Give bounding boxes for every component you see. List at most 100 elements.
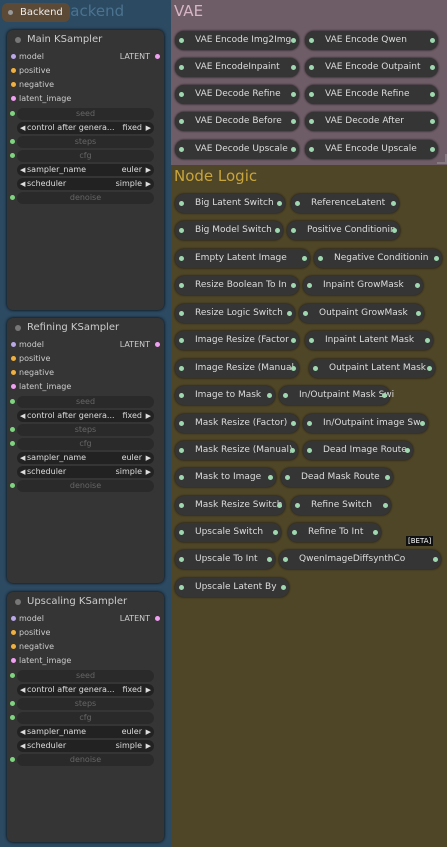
input-dot-icon[interactable] — [283, 557, 288, 562]
output-dot-icon[interactable] — [273, 530, 278, 535]
output-dot-icon[interactable] — [382, 393, 387, 398]
mini-node[interactable]: Outpaint Latent Mask — [309, 359, 435, 378]
input-dot-icon[interactable] — [295, 503, 300, 508]
mini-node[interactable]: Upscale Switch — [175, 523, 281, 542]
output-dot-icon[interactable] — [267, 393, 272, 398]
arrow-right-icon[interactable]: ▶ — [145, 742, 151, 750]
output-dot-icon[interactable] — [291, 366, 296, 371]
widget-input-dot-icon[interactable] — [10, 195, 15, 200]
slot-dot-icon[interactable] — [11, 384, 16, 389]
output-dot-icon[interactable] — [430, 38, 435, 43]
input-dot-icon[interactable] — [291, 228, 296, 233]
widget-sampler-name[interactable]: ◀ sampler_name euler ▶ — [17, 164, 154, 176]
widget-seed[interactable]: seed — [10, 108, 154, 120]
node-title[interactable]: Upscaling KSampler — [7, 592, 164, 612]
output-dot-icon[interactable] — [433, 557, 438, 562]
arrow-right-icon[interactable]: ▶ — [145, 180, 151, 188]
input-dot-icon[interactable] — [179, 228, 184, 233]
output-dot-icon[interactable] — [291, 65, 296, 70]
mini-node[interactable]: Image Resize (Factor — [175, 331, 299, 350]
arrow-right-icon[interactable]: ▶ — [145, 686, 151, 694]
input-dot-icon[interactable] — [309, 119, 314, 124]
input-slot-model[interactable]: model LATENT — [7, 50, 164, 64]
output-dot-icon[interactable] — [373, 530, 378, 535]
slot-dot-icon[interactable] — [11, 96, 16, 101]
input-dot-icon[interactable] — [318, 256, 323, 261]
output-dot-icon[interactable] — [420, 421, 425, 426]
output-dot-icon[interactable] — [290, 448, 295, 453]
mini-node[interactable]: Upscale Latent By — [175, 578, 289, 597]
widget-seed[interactable]: seed — [10, 670, 154, 682]
collapse-dot-icon[interactable] — [15, 325, 21, 331]
output-dot-icon[interactable] — [277, 201, 282, 206]
arrow-right-icon[interactable]: ▶ — [145, 454, 151, 462]
widget-input-dot-icon[interactable] — [10, 427, 15, 432]
widget-denoise[interactable]: denoise — [10, 480, 154, 492]
mini-node[interactable]: Mask Resize (Factor) — [175, 414, 299, 433]
widget-control-after-generate[interactable]: ◀ control after genera... fixed ▶ — [17, 410, 154, 422]
ksampler-node[interactable]: Main KSampler model LATENT positive nega… — [7, 30, 164, 310]
input-slot-model[interactable]: model LATENT — [7, 338, 164, 352]
output-dot-icon[interactable] — [415, 283, 420, 288]
widget-cfg[interactable]: cfg — [10, 712, 154, 724]
output-dot-icon[interactable] — [291, 421, 296, 426]
mini-node[interactable]: Refine To Int — [288, 523, 381, 542]
input-dot-icon[interactable] — [309, 338, 314, 343]
output-dot-icon[interactable] — [416, 311, 421, 316]
widget-control-after-generate[interactable]: ◀ control after genera... fixed ▶ — [17, 122, 154, 134]
input-dot-icon[interactable] — [313, 366, 318, 371]
mini-node[interactable]: VAE Decode Upscale — [175, 140, 299, 159]
mini-node[interactable]: In/Outpaint Mask Swi — [279, 386, 394, 405]
input-slot-positive[interactable]: positive — [7, 626, 164, 640]
arrow-right-icon[interactable]: ▶ — [145, 468, 151, 476]
input-dot-icon[interactable] — [303, 311, 308, 316]
mini-node[interactable]: VAE Decode After — [305, 112, 438, 131]
output-dot-icon[interactable] — [425, 338, 430, 343]
widget-scheduler[interactable]: ◀ scheduler simple ▶ — [17, 740, 154, 752]
collapse-dot-icon[interactable] — [15, 37, 21, 43]
input-dot-icon[interactable] — [179, 38, 184, 43]
output-dot-icon[interactable] — [155, 616, 160, 621]
widget-input-dot-icon[interactable] — [10, 715, 15, 720]
input-dot-icon[interactable] — [179, 283, 184, 288]
output-dot-icon[interactable] — [427, 366, 432, 371]
mini-node[interactable]: VAE Encode Refine — [305, 85, 438, 104]
mini-node[interactable]: ReferenceLatent — [291, 194, 399, 213]
output-dot-icon[interactable] — [275, 228, 280, 233]
mini-node[interactable]: Dead Image Route — [303, 441, 413, 460]
mini-node[interactable]: VAE EncodeInpaint — [175, 58, 299, 77]
widget-control-after-generate[interactable]: ◀ control after genera... fixed ▶ — [17, 684, 154, 696]
widget-steps[interactable]: steps — [10, 698, 154, 710]
mini-node[interactable]: Resize Boolean To In — [175, 276, 299, 295]
output-dot-icon[interactable] — [385, 475, 390, 480]
mini-node[interactable]: Image to Mask — [175, 386, 275, 405]
mini-node[interactable]: Dead Mask Route — [281, 468, 393, 487]
output-dot-icon[interactable] — [155, 342, 160, 347]
output-dot-icon[interactable] — [383, 503, 388, 508]
input-dot-icon[interactable] — [309, 65, 314, 70]
mini-node[interactable]: Negative Conditionin — [314, 249, 442, 268]
slot-dot-icon[interactable] — [11, 356, 16, 361]
arrow-left-icon[interactable]: ◀ — [20, 728, 26, 736]
arrow-left-icon[interactable]: ◀ — [20, 686, 26, 694]
input-dot-icon[interactable] — [179, 530, 184, 535]
output-dot-icon[interactable] — [291, 283, 296, 288]
slot-dot-icon[interactable] — [11, 644, 16, 649]
slot-dot-icon[interactable] — [11, 82, 16, 87]
mini-node[interactable]: Outpaint GrowMask — [299, 304, 424, 323]
input-dot-icon[interactable] — [307, 448, 312, 453]
mini-node[interactable]: Refine Switch — [291, 496, 391, 515]
output-dot-icon[interactable] — [430, 119, 435, 124]
input-dot-icon[interactable] — [179, 201, 184, 206]
input-dot-icon[interactable] — [179, 311, 184, 316]
mini-node[interactable]: Empty Latent Image — [175, 249, 310, 268]
output-dot-icon[interactable] — [267, 557, 272, 562]
widget-input-dot-icon[interactable] — [10, 399, 15, 404]
slot-dot-icon[interactable] — [11, 370, 16, 375]
input-dot-icon[interactable] — [179, 475, 184, 480]
arrow-right-icon[interactable]: ▶ — [145, 728, 151, 736]
arrow-right-icon[interactable]: ▶ — [145, 412, 151, 420]
widget-denoise[interactable]: denoise — [10, 754, 154, 766]
widget-scheduler[interactable]: ◀ scheduler simple ▶ — [17, 466, 154, 478]
widget-input-dot-icon[interactable] — [10, 701, 15, 706]
